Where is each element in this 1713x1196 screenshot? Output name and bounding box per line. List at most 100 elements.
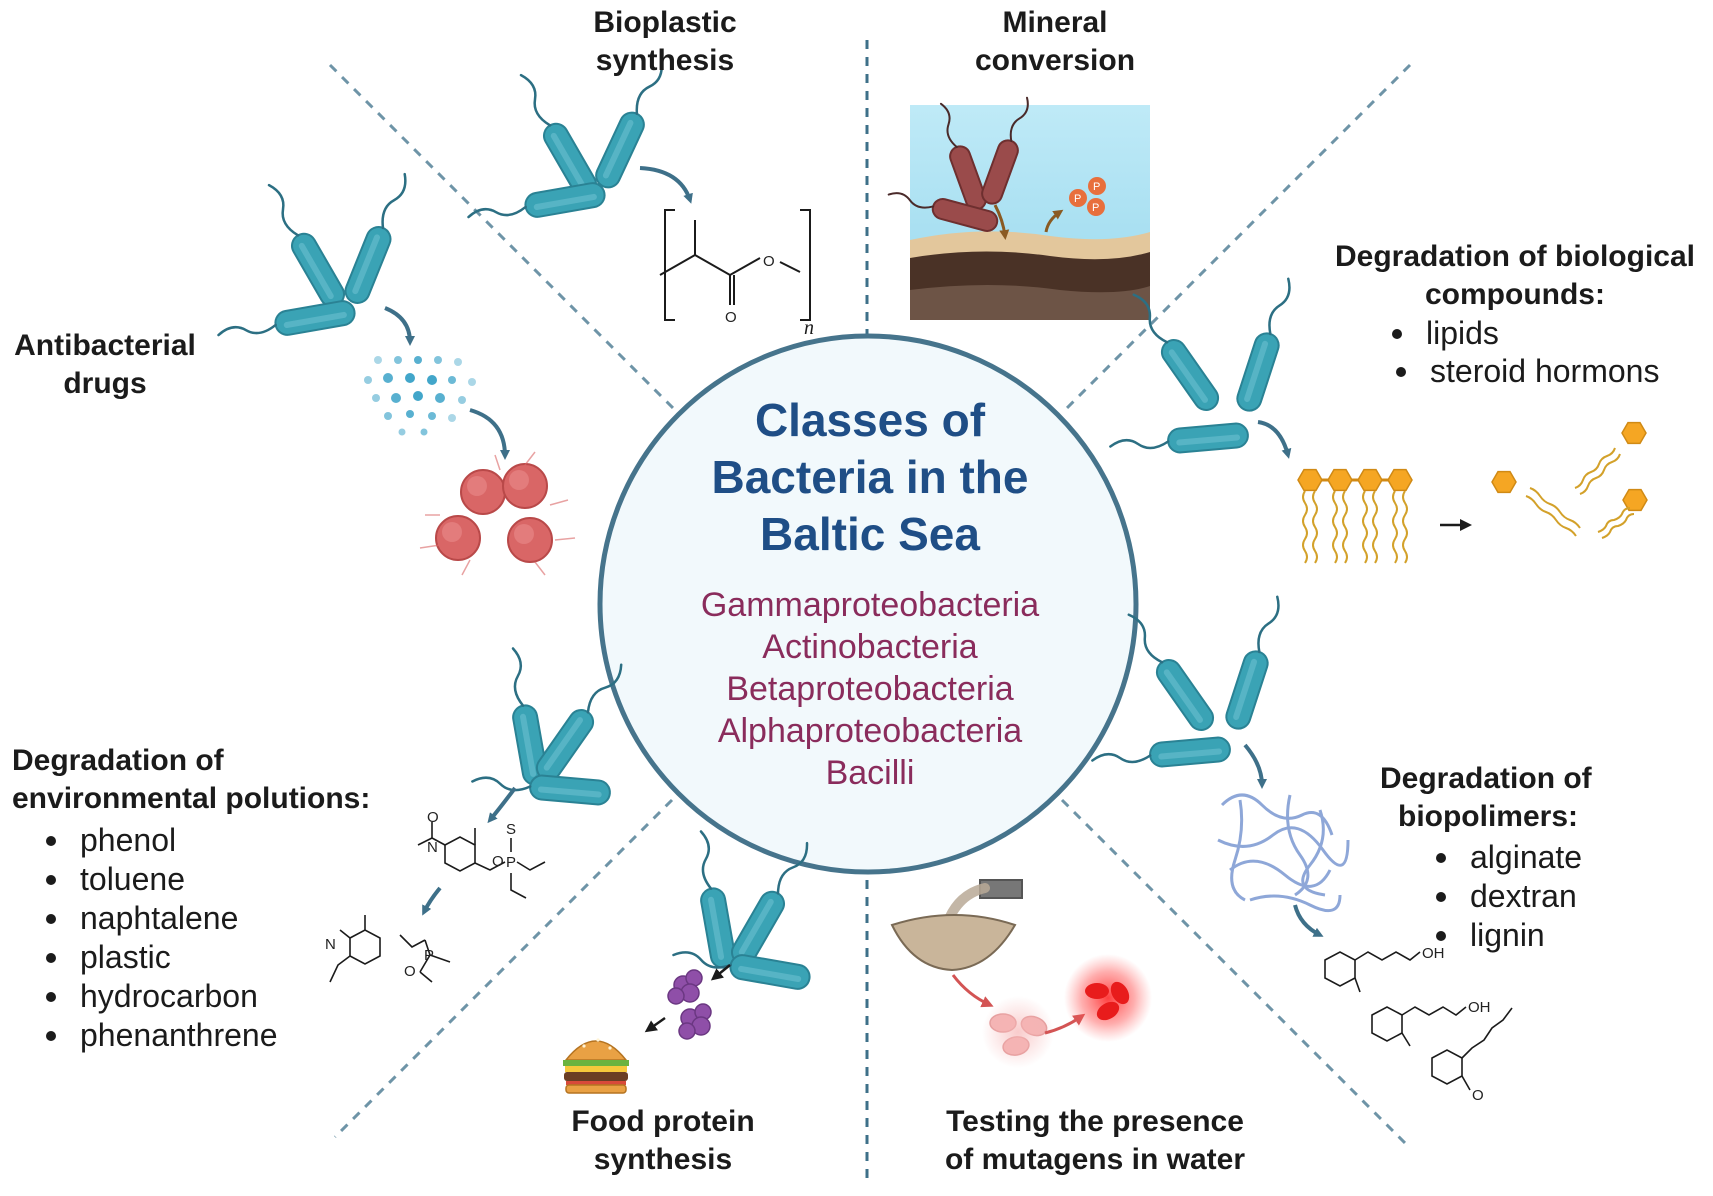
pollutant-structure	[417, 822, 546, 899]
label-line: biopolimers:	[1398, 800, 1579, 833]
bacterium	[1232, 273, 1301, 416]
arrow	[1044, 209, 1064, 233]
label-line: Degradation of	[12, 744, 224, 777]
bacterium	[509, 67, 602, 202]
bacterium	[257, 177, 350, 312]
burger-icon	[563, 1038, 629, 1094]
protein-clusters	[667, 969, 712, 1040]
bacteria-class-item: Alphaproteobacteria	[717, 712, 1023, 750]
bacterium	[470, 768, 613, 807]
atom-label: P	[506, 854, 516, 871]
arrow	[422, 886, 442, 916]
environmental-item: phenol	[42, 821, 278, 860]
mutagens-label: Testing the presence of mutagens in wate…	[905, 1103, 1285, 1179]
arrow	[1257, 420, 1292, 459]
environmental-item: phenanthrene	[42, 1016, 278, 1055]
oxygen-label: O	[763, 253, 775, 270]
atom-label: O	[492, 853, 504, 870]
arrow	[951, 974, 994, 1008]
arrow	[993, 204, 1010, 240]
divider-lines	[55, 40, 1680, 1180]
label-line: compounds:	[1425, 278, 1605, 311]
environmental-item: hydrocarbon	[42, 977, 278, 1016]
mutagens-illustration	[890, 879, 1152, 1068]
label-line: Degradation of biological	[1334, 240, 1695, 273]
label-line: conversion	[974, 44, 1136, 77]
biological-item: steroid hormons	[1392, 352, 1659, 391]
center-title-line: Classes of	[754, 394, 986, 446]
bacteria-class-item: Betaproteobacteria	[726, 670, 1014, 708]
biological-list: lipids	[1388, 314, 1499, 353]
center-title-line: Baltic Sea	[760, 508, 980, 560]
svg-text:P: P	[1092, 202, 1099, 214]
biopolimers-item: lignin	[1432, 916, 1582, 955]
hydroxyl-label: OH	[1468, 999, 1491, 1016]
arrow	[644, 1016, 666, 1033]
arrow	[639, 166, 693, 204]
hydroxyl-label: OH	[1422, 945, 1445, 962]
biopolimers-list: alginate dextran lignin	[1432, 838, 1582, 955]
environmental-illustration: O N S P O N P O	[325, 645, 633, 983]
atom-label: N	[325, 936, 336, 953]
svg-text:P: P	[1074, 193, 1081, 205]
bowl	[890, 914, 1017, 972]
biopolimers-label: Degradation of biopolimers:	[1380, 760, 1592, 836]
atom-label: O	[404, 963, 416, 980]
bacteria-class-item: Bacilli	[825, 754, 915, 792]
center-circle	[597, 333, 1139, 875]
atom-label: S	[506, 821, 516, 838]
mineral-label: Mineral conversion	[950, 4, 1160, 80]
degradation-product	[329, 915, 451, 983]
degraded-lipids	[1491, 421, 1648, 539]
label-line: Testing the presence	[946, 1105, 1244, 1138]
lignin-monomers	[1324, 951, 1513, 1091]
bacteria-class-item: Gammaproteobacteria	[700, 586, 1040, 624]
bacteria-class-item: Actinobacteria	[762, 628, 978, 666]
bacterium	[687, 828, 739, 971]
bacterium	[215, 297, 358, 349]
environmental-list: phenol toluene naphtalene plastic hydroc…	[42, 821, 278, 1055]
atom-label: O	[427, 809, 439, 826]
label-line: drugs	[63, 367, 147, 400]
center-title-line: Bacteria in the	[711, 451, 1029, 503]
label-line: Degradation of	[1380, 762, 1592, 795]
biological-label: Degradation of biological compounds:	[1320, 238, 1710, 314]
arrow	[1243, 743, 1267, 789]
label-line: synthesis	[595, 44, 735, 77]
mutated-cell	[1085, 983, 1109, 999]
pathogen-cluster	[419, 451, 576, 576]
lipid-bilayer	[1297, 468, 1413, 564]
arrow	[384, 306, 415, 346]
label-line: Mineral	[1002, 6, 1108, 39]
bacteria-class-list: Gammaproteobacteria Actinobacteria Betap…	[620, 584, 1120, 794]
bacterium	[1221, 591, 1290, 734]
environmental-label: Degradation of environmental polutions:	[12, 742, 370, 818]
arrow	[487, 786, 517, 824]
divider-top-left	[328, 63, 675, 410]
label-line: Food protein	[571, 1105, 755, 1138]
biological-item: lipids	[1388, 314, 1499, 353]
polymer-subscript: n	[804, 317, 814, 339]
label-line: Bioplastic	[593, 6, 737, 39]
divider-bottom-right	[1060, 798, 1407, 1145]
atom-label: N	[427, 839, 438, 856]
bioplastic-illustration: O O n	[465, 54, 814, 339]
bacterium	[340, 168, 418, 308]
arrow	[469, 408, 510, 460]
bioplastic-label: Bioplastic synthesis	[560, 4, 770, 80]
environmental-item: naphtalene	[42, 899, 278, 938]
drug-particles	[364, 356, 476, 436]
deep-soil	[910, 285, 1150, 320]
arrow	[1293, 904, 1324, 937]
center-title: Classes of Bacteria in the Baltic Sea	[600, 392, 1140, 563]
polymer-structure	[659, 209, 811, 321]
label-line: Antibacterial	[14, 329, 196, 362]
label-line: synthesis	[593, 1143, 733, 1176]
environmental-item: toluene	[42, 860, 278, 899]
mineral-illustration: P P P	[885, 93, 1150, 320]
halo	[982, 996, 1054, 1068]
atom-label: P	[424, 947, 434, 964]
phosphate-group: P P P	[1069, 177, 1106, 216]
food-illustration	[563, 828, 819, 1094]
